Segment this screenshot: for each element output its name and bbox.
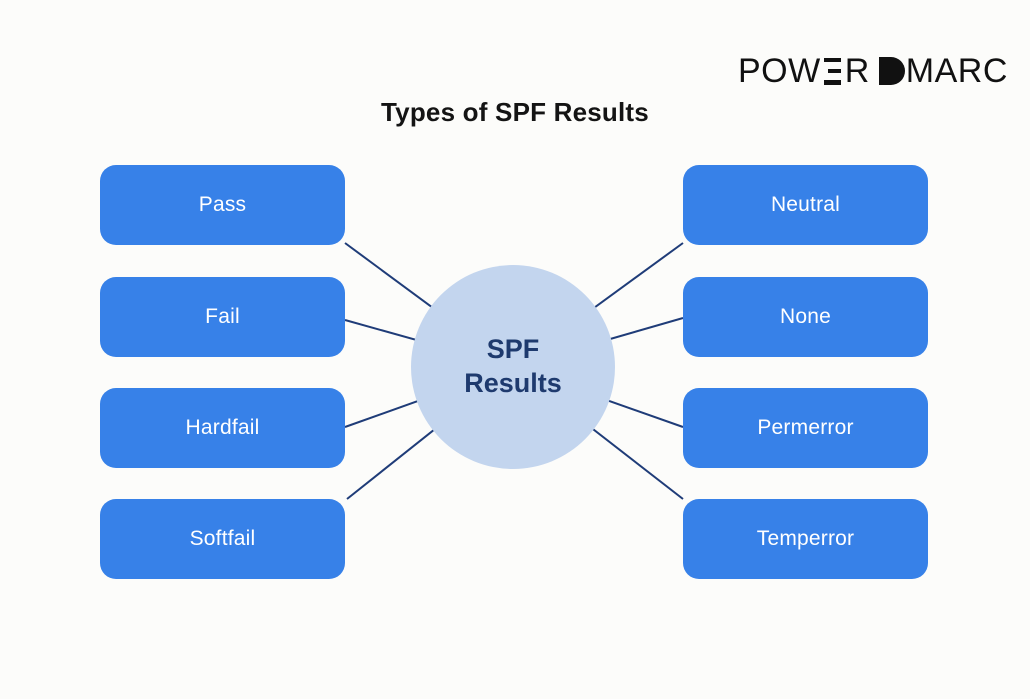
page-title: Types of SPF Results bbox=[381, 97, 649, 127]
powerdmarc-logo: POW R MARC bbox=[738, 52, 1008, 90]
logo-text-pow: POW bbox=[738, 52, 821, 90]
node-label: Hardfail bbox=[185, 416, 260, 439]
node-permerror: Permerror bbox=[683, 388, 928, 468]
node-label: Permerror bbox=[757, 416, 854, 439]
node-neutral: Neutral bbox=[683, 165, 928, 245]
node-softfail: Softfail bbox=[100, 499, 345, 579]
hub-circle-spf-results: SPF Results bbox=[411, 265, 615, 469]
filled-d-icon bbox=[878, 57, 905, 85]
node-label: Neutral bbox=[770, 193, 841, 216]
node-label: None bbox=[779, 305, 831, 328]
hub-label-line1: SPF bbox=[486, 334, 540, 365]
node-label: Pass bbox=[198, 193, 247, 216]
node-pass: Pass bbox=[100, 165, 345, 245]
stylized-e-three-bars-icon bbox=[823, 57, 841, 85]
node-fail: Fail bbox=[100, 277, 345, 357]
node-temperror: Temperror bbox=[683, 499, 928, 579]
node-hardfail: Hardfail bbox=[100, 388, 345, 468]
node-label: Fail bbox=[205, 305, 240, 328]
logo-text-marc: MARC bbox=[905, 52, 1008, 90]
node-label: Softfail bbox=[189, 527, 256, 550]
node-label: Temperror bbox=[756, 527, 855, 550]
logo-text-r: R bbox=[844, 52, 870, 90]
hub-label-line2: Results bbox=[464, 368, 562, 398]
node-none: None bbox=[683, 277, 928, 357]
